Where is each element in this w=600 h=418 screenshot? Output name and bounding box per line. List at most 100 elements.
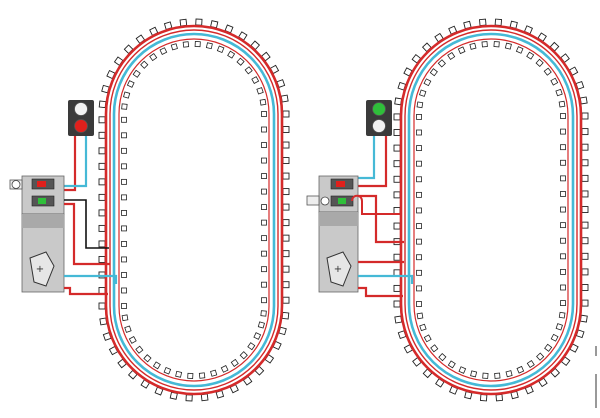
track-sleeper-inner xyxy=(251,76,260,85)
track-sleeper-inner xyxy=(458,366,467,374)
switch-green-left[interactable] xyxy=(31,195,55,207)
track-sleeper-inner xyxy=(560,159,566,166)
oval-track-right xyxy=(393,18,589,402)
transformer-icon[interactable]: + xyxy=(29,251,55,287)
track-sleeper xyxy=(282,296,290,304)
outer-rail-left xyxy=(104,24,284,396)
inner-rail-right xyxy=(407,32,575,388)
track-sleeper-inner xyxy=(261,111,267,117)
track-sleeper-inner xyxy=(261,266,267,273)
track-sleeper-inner xyxy=(416,129,422,136)
track-sleeper xyxy=(581,159,589,167)
track-sleeper-inner xyxy=(416,145,422,151)
track-sleeper-inner xyxy=(205,42,213,50)
track-sleeper-inner xyxy=(416,312,424,320)
track-sleeper-inner xyxy=(132,69,141,78)
track-sleeper-inner xyxy=(126,80,135,88)
transformer-icon[interactable]: + xyxy=(326,251,352,287)
track-sleeper xyxy=(282,141,290,149)
signal-lamp-bottom xyxy=(74,119,88,133)
switch-red-left[interactable] xyxy=(31,178,55,190)
track-sleeper-inner xyxy=(236,57,245,66)
track-sleeper-inner xyxy=(437,59,446,68)
track-sleeper xyxy=(581,299,589,307)
track-sleeper xyxy=(98,162,106,170)
track-sleeper-inner xyxy=(210,369,218,377)
track-sleeper xyxy=(282,203,290,211)
track-sleeper-inner xyxy=(416,101,424,109)
signal-wire-blue-left xyxy=(64,136,88,188)
track-sleeper-inner xyxy=(182,41,190,48)
track-sleeper-inner xyxy=(261,173,267,179)
track-sleeper-inner xyxy=(124,325,132,333)
track-sleeper-inner xyxy=(121,116,127,123)
feeder-red-bottom-left xyxy=(64,286,108,296)
track-sleeper-inner xyxy=(135,345,144,354)
track-sleeper-inner xyxy=(175,370,183,378)
track-sleeper-inner xyxy=(121,303,127,309)
track-sleeper-inner xyxy=(423,78,432,87)
track-sleeper xyxy=(98,287,106,294)
signal-left[interactable] xyxy=(68,100,94,136)
track-sleeper-inner xyxy=(261,157,267,164)
track-sleeper-inner xyxy=(261,219,267,226)
switch-red-right[interactable] xyxy=(330,178,354,190)
plug-icon xyxy=(9,179,23,190)
track-sleeper xyxy=(282,110,290,118)
track-sleeper-inner xyxy=(121,147,127,154)
track-sleeper-inner xyxy=(257,321,265,329)
track-sleeper-inner xyxy=(416,301,422,307)
track-sleeper xyxy=(98,147,106,155)
track-sleeper xyxy=(393,284,401,292)
track-sleeper-inner xyxy=(123,91,131,99)
track-sleeper-inner xyxy=(261,281,267,288)
track-sleeper-inner xyxy=(170,43,178,51)
switch-green-right[interactable] xyxy=(330,195,354,207)
track-sleeper-inner xyxy=(261,188,267,195)
track-sleeper-inner xyxy=(416,223,422,229)
track-sleeper-inner xyxy=(198,372,206,379)
transformer-top-band xyxy=(319,212,358,226)
track-sleeper-inner xyxy=(447,360,456,369)
track-sleeper-inner xyxy=(152,361,161,370)
track-sleeper-inner xyxy=(121,272,127,278)
track-sleeper-inner xyxy=(544,343,553,352)
track-sleeper-inner xyxy=(419,89,427,97)
track-sleeper xyxy=(98,255,106,263)
track-sleeper xyxy=(495,393,503,402)
track-sleeper xyxy=(98,178,106,186)
track-sleeper-inner xyxy=(121,103,128,110)
feeder-blue-right xyxy=(358,274,414,284)
track-sleeper-inner xyxy=(469,42,477,50)
track-sleeper xyxy=(98,209,106,217)
track-sleeper xyxy=(179,18,188,27)
track-sleeper-inner xyxy=(438,352,447,362)
feeder-black-left xyxy=(64,199,109,249)
transformer-top-band xyxy=(22,214,64,228)
track-sleeper-inner xyxy=(558,311,566,319)
track-sleeper xyxy=(581,252,589,260)
track-sleeper-inner xyxy=(260,310,267,317)
track-sleeper xyxy=(393,113,401,121)
track-sleeper-inner xyxy=(159,47,168,55)
track-sleeper-inner xyxy=(416,176,422,183)
control-unit-right: + xyxy=(306,175,359,293)
track-sleeper xyxy=(282,126,290,133)
track-sleeper-inner xyxy=(560,128,566,135)
track-sleeper-inner xyxy=(416,114,422,120)
track-sleeper-inner xyxy=(121,178,127,185)
track-sleeper-inner xyxy=(536,352,545,361)
track-sleeper xyxy=(581,206,589,213)
track-sleeper-inner xyxy=(261,250,267,257)
track-sleeper xyxy=(98,302,106,310)
track-sleeper xyxy=(494,18,503,26)
track-sleeper-inner xyxy=(140,60,149,69)
track-sleeper xyxy=(479,18,487,27)
track-sleeper-inner xyxy=(423,334,432,343)
track-sleeper-inner xyxy=(121,287,127,294)
track-sleeper xyxy=(98,100,107,109)
track-sleeper xyxy=(393,191,401,199)
track-sleeper-inner xyxy=(230,358,239,367)
signal-right[interactable] xyxy=(366,100,392,136)
